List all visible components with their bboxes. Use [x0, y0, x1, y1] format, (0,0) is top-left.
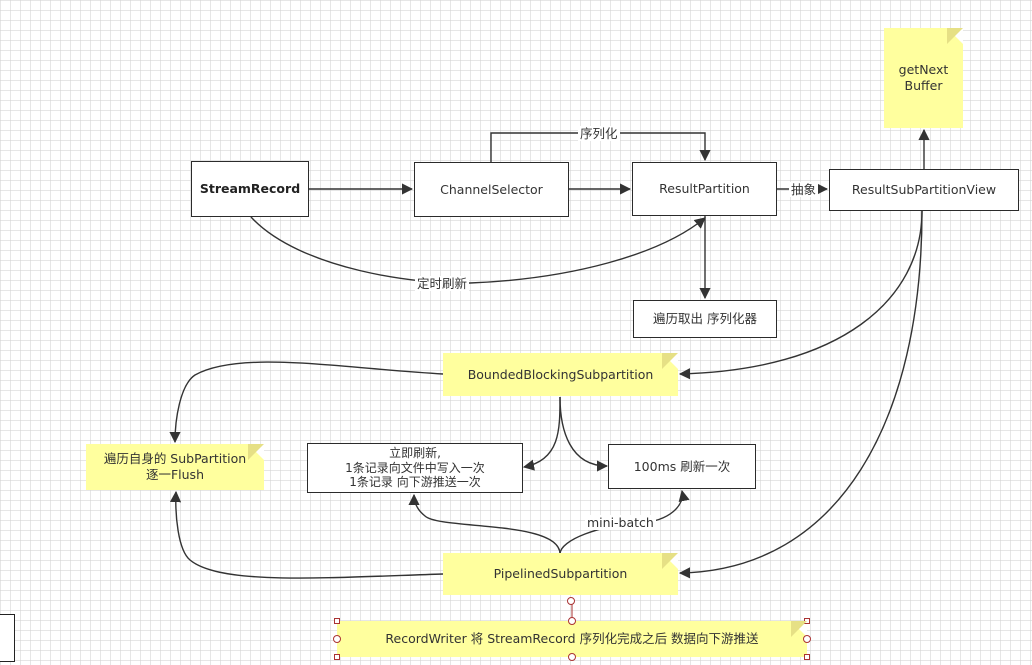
- note-fold-icon: [248, 444, 264, 460]
- edge-bounded-100ms: [559, 396, 609, 472]
- channelselector-node[interactable]: ChannelSelector: [414, 162, 569, 217]
- resultsubpartitionview-node[interactable]: ResultSubPartitionView: [829, 169, 1019, 211]
- edge-pipelined-immediate: [408, 493, 561, 555]
- getnextbuffer-note[interactable]: getNext Buffer: [884, 28, 963, 128]
- edge-label-timed-flush: 定时刷新: [415, 276, 470, 291]
- resize-handle-bottom[interactable]: [568, 653, 576, 661]
- resize-handle-left[interactable]: [333, 635, 341, 643]
- bounded-blocking-note[interactable]: BoundedBlockingSubpartition: [443, 353, 678, 396]
- note-fold-icon: [791, 621, 807, 637]
- streamrecord-label: StreamRecord: [199, 181, 301, 197]
- recordwriter-note[interactable]: RecordWriter 将 StreamRecord 序列化完成之后 数据向下…: [337, 621, 807, 657]
- edge-view-bounded: [678, 210, 923, 380]
- getnextbuffer-label: getNext Buffer: [898, 62, 949, 93]
- streamrecord-node[interactable]: StreamRecord: [191, 161, 309, 217]
- edge-pipelined-flush: [169, 490, 444, 579]
- immediate-flush-node[interactable]: 立即刷新, 1条记录向文件中写入一次 1条记录 向下游推送一次: [307, 443, 523, 493]
- resize-handle-top[interactable]: [568, 617, 576, 625]
- resultpartition-node[interactable]: ResultPartition: [632, 162, 777, 216]
- traverse-serializer-label: 遍历取出 序列化器: [653, 311, 757, 327]
- edge-timed-flush: [250, 216, 706, 284]
- bounded-blocking-label: BoundedBlockingSubpartition: [467, 366, 654, 382]
- flush-100ms-node[interactable]: 100ms 刷新一次: [608, 444, 756, 489]
- channelselector-label: ChannelSelector: [440, 181, 543, 197]
- offscreen-shape[interactable]: [0, 614, 15, 662]
- flush-100ms-label: 100ms 刷新一次: [633, 458, 731, 474]
- resize-handle-right[interactable]: [803, 635, 811, 643]
- flush-self-note[interactable]: 遍历自身的 SubPartition 逐一Flush: [86, 444, 264, 490]
- resultpartition-label: ResultPartition: [659, 181, 750, 197]
- resultsubpartitionview-label: ResultSubPartitionView: [851, 182, 997, 198]
- resize-handle-top-left[interactable]: [334, 618, 340, 624]
- recordwriter-label: RecordWriter 将 StreamRecord 序列化完成之后 数据向下…: [385, 631, 759, 647]
- note-fold-icon: [662, 353, 678, 369]
- note-fold-icon: [947, 28, 963, 44]
- edge-bounded-flush: [169, 361, 444, 444]
- rotate-handle[interactable]: [567, 597, 575, 605]
- edge-label-serialize: 序列化: [578, 126, 620, 141]
- edge-view-pipelined: [678, 210, 923, 579]
- traverse-serializer-node[interactable]: 遍历取出 序列化器: [633, 300, 777, 338]
- flush-self-label: 遍历自身的 SubPartition 逐一Flush: [103, 451, 247, 482]
- immediate-flush-label: 立即刷新, 1条记录向文件中写入一次 1条记录 向下游推送一次: [345, 446, 485, 490]
- edge-bounded-immediate: [522, 396, 561, 471]
- pipelined-label: PipelinedSubpartition: [493, 566, 628, 582]
- resize-handle-bottom-right[interactable]: [804, 654, 810, 660]
- pipelined-note[interactable]: PipelinedSubpartition: [443, 553, 678, 595]
- resize-handle-bottom-left[interactable]: [334, 654, 340, 660]
- edge-label-mini-batch: mini-batch: [585, 515, 656, 530]
- edge-label-abstract: 抽象: [789, 182, 819, 197]
- note-fold-icon: [662, 553, 678, 569]
